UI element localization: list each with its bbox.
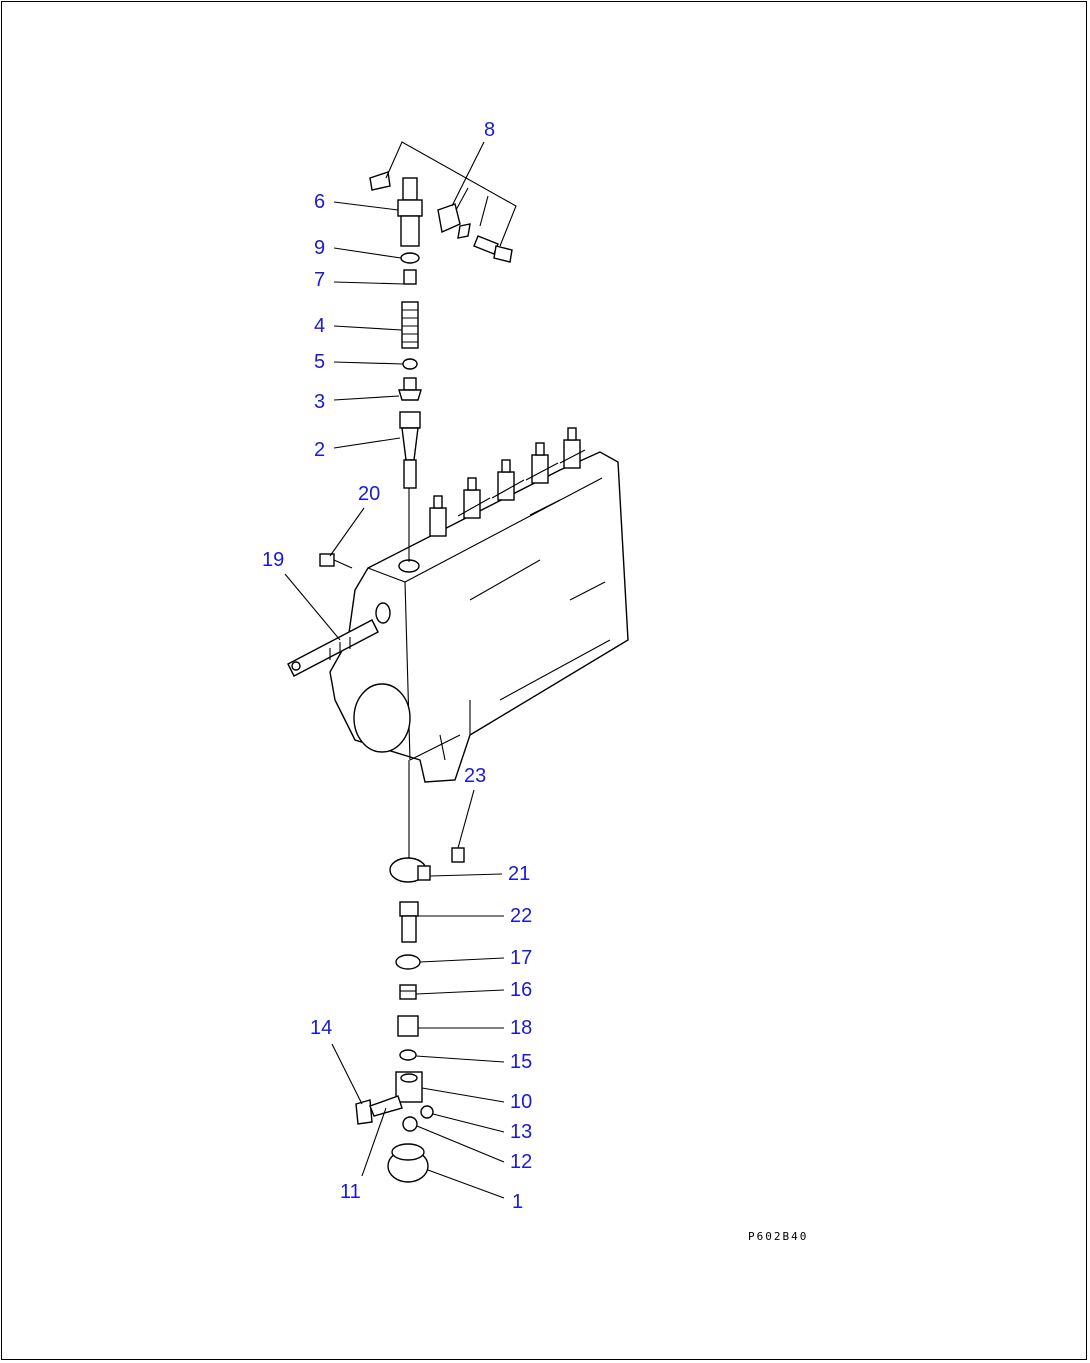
- part-8-lock-plates: [369, 141, 517, 263]
- callout-19[interactable]: 19: [262, 549, 284, 571]
- callout-23[interactable]: 23: [464, 765, 486, 787]
- part-15-shim: [399, 1049, 417, 1061]
- part-2-plunger-barrel: [399, 411, 421, 489]
- callout-16[interactable]: 16: [510, 979, 532, 1001]
- callout-14[interactable]: 14: [310, 1017, 332, 1039]
- part-17-seat: [395, 954, 421, 970]
- callout-20[interactable]: 20: [358, 483, 380, 505]
- callout-2[interactable]: 2: [314, 439, 325, 461]
- part-1-plug: [387, 1143, 429, 1183]
- part-20-bolt: [319, 553, 353, 569]
- part-10-tappet: [395, 1071, 423, 1103]
- callout-18[interactable]: 18: [510, 1017, 532, 1039]
- part-3-delivery-valve: [398, 377, 422, 401]
- part-13-nut: [420, 1105, 434, 1119]
- part-4-spring: [401, 301, 419, 349]
- callout-labels: 8 6 9 7 4 5 3 2 20 19 23 21 22 17 16 18 …: [262, 119, 532, 1213]
- callout-1[interactable]: 1: [512, 1191, 523, 1213]
- callout-3[interactable]: 3: [314, 391, 325, 413]
- pump-housing: [329, 451, 629, 783]
- callout-6[interactable]: 6: [314, 191, 325, 213]
- part-19-control-rack: [287, 619, 379, 677]
- drawing-code: P602B40: [748, 1230, 808, 1243]
- callout-9[interactable]: 9: [314, 237, 325, 259]
- callout-13[interactable]: 13: [510, 1121, 532, 1143]
- callout-17[interactable]: 17: [510, 947, 532, 969]
- part-6-valve-holder: [397, 177, 423, 247]
- callout-7[interactable]: 7: [314, 269, 325, 291]
- part-18-tappet-top: [397, 1015, 419, 1037]
- part-9-o-ring: [400, 252, 420, 264]
- callout-10[interactable]: 10: [510, 1091, 532, 1113]
- leader-lines: [284, 141, 505, 1199]
- callout-21[interactable]: 21: [508, 863, 530, 885]
- part-23-screw: [451, 847, 465, 863]
- part-22-plunger: [399, 901, 419, 943]
- part-12-roller: [402, 1116, 418, 1132]
- part-14-pin: [355, 1095, 403, 1125]
- callout-8[interactable]: 8: [484, 119, 495, 141]
- callout-22[interactable]: 22: [510, 905, 532, 927]
- part-21-control-sleeve: [389, 857, 431, 883]
- delivery-valve-holders: [429, 427, 586, 537]
- part-16-spring: [399, 984, 417, 1000]
- part-5-gasket: [402, 358, 418, 370]
- part-7-stopper: [403, 269, 417, 285]
- callout-15[interactable]: 15: [510, 1051, 532, 1073]
- callout-11[interactable]: 11: [340, 1181, 361, 1203]
- callout-12[interactable]: 12: [510, 1151, 532, 1173]
- callout-4[interactable]: 4: [314, 315, 325, 337]
- callout-5[interactable]: 5: [314, 351, 325, 373]
